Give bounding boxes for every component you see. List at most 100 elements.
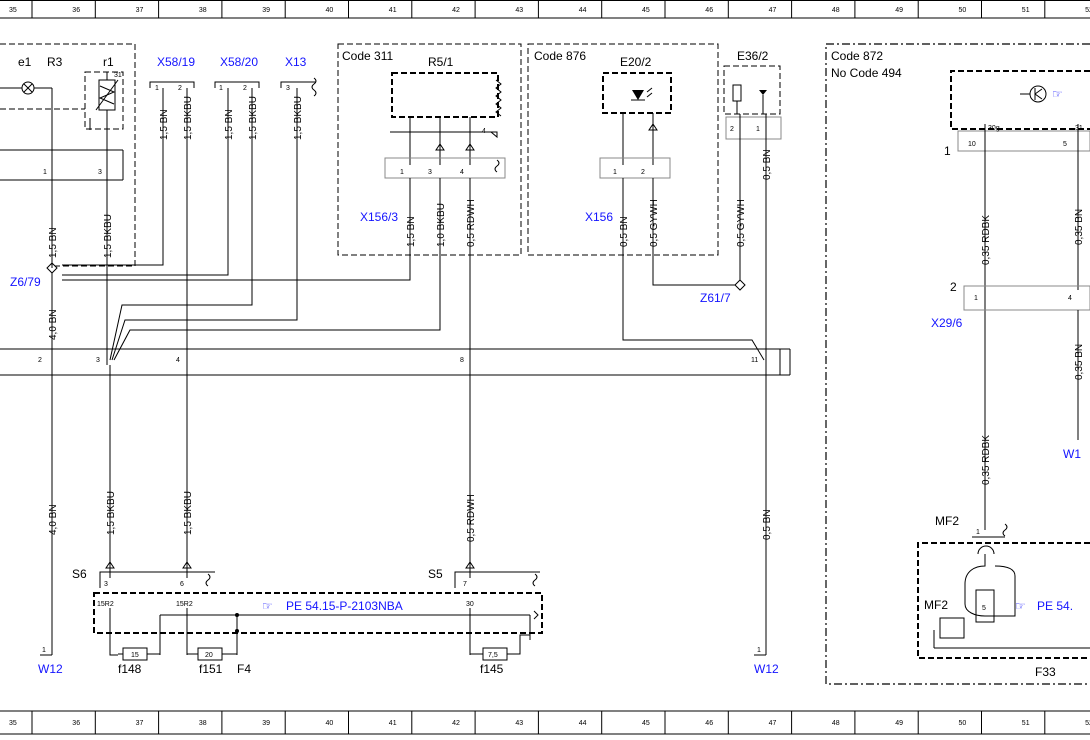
wire-label: 0,5 RDWH xyxy=(466,494,477,542)
pin-number: 3 xyxy=(286,85,290,92)
ruler-number: 41 xyxy=(389,720,397,727)
ruler-number: 39 xyxy=(262,7,270,14)
x58-19-connector: X58/19 1 2 xyxy=(149,55,195,92)
pin-number: 3 xyxy=(428,169,432,176)
ruler-number: 41 xyxy=(389,7,397,14)
ruler-number: 43 xyxy=(515,720,523,727)
w12-left-label: W12 xyxy=(38,662,63,676)
pin-number: 2 xyxy=(243,85,247,92)
pin-number: 1 xyxy=(756,126,760,133)
ruler-number: 47 xyxy=(769,720,777,727)
ruler-number: 50 xyxy=(959,7,967,14)
no-code-494-label: No Code 494 xyxy=(831,66,902,80)
wire-label: 0,5 RDWH xyxy=(466,199,477,247)
pin-number: 2 xyxy=(178,85,182,92)
code-872-box: Code 872 No Code 494 ☞ 10 5 30g 31 1 2 1… xyxy=(825,43,1090,685)
ruler-number: 43 xyxy=(515,7,523,14)
x156-label: X156 xyxy=(585,210,613,224)
reference-arrow-icon: ☞ xyxy=(262,599,273,613)
ruler-number: 45 xyxy=(642,7,650,14)
ruler-number: 52 xyxy=(1085,720,1090,727)
pin-number: 10 xyxy=(968,141,976,148)
w12-right-label: W12 xyxy=(754,662,779,676)
z61-7-label: Z61/7 xyxy=(700,291,731,305)
ruler-number: 38 xyxy=(199,7,207,14)
ruler-number: 48 xyxy=(832,720,840,727)
wire-labels: 1,5 BN 1,5 BKBU 1,5 BN 1,5 BKBU 1,5 BN 1… xyxy=(48,96,1085,542)
ruler-number: 49 xyxy=(895,720,903,727)
pin-number: 3 xyxy=(98,169,102,176)
wire-label: 1,0 BKBU xyxy=(436,203,447,247)
left-component-box: e1 R3 r1 31 1 3 xyxy=(0,43,136,267)
x58-20-label: X58/20 xyxy=(220,55,258,69)
ruler-number: 47 xyxy=(769,7,777,14)
x58-19-label: X58/19 xyxy=(157,55,195,69)
wire-label: 1,5 BKBU xyxy=(183,96,194,140)
pin-number: 1 xyxy=(43,169,47,176)
code-876-box: Code 876 E20/2 1 2 X156 xyxy=(527,43,719,256)
x58-20-connector: X58/20 1 2 xyxy=(214,55,260,92)
terminal-label: 15R2 xyxy=(176,601,193,608)
code-876-label: Code 876 xyxy=(534,49,586,63)
wire-label: 4,0 BN xyxy=(48,309,59,340)
fuse-value: 20 xyxy=(205,652,213,659)
s6-label: S6 xyxy=(72,567,87,581)
wire-label: 1,5 BKBU xyxy=(106,491,117,535)
fuse-value: 15 xyxy=(131,652,139,659)
pin-number: 1 xyxy=(613,169,617,176)
wire-label: 0,5 BN xyxy=(762,149,773,180)
pin-number: 1 xyxy=(974,295,978,302)
s5-label: S5 xyxy=(428,567,443,581)
reference-arrow-icon: ☞ xyxy=(1052,87,1063,101)
x156-3-label: X156/3 xyxy=(360,210,398,224)
pin-number: 4 xyxy=(1068,295,1072,302)
pin-number: 3 xyxy=(104,581,108,588)
ruler-number: 36 xyxy=(72,720,80,727)
pin-number: 7 xyxy=(463,581,467,588)
wire-label: 0,5 GYWH xyxy=(736,199,747,247)
pin-number: 1 xyxy=(944,144,951,158)
pin-number: 1 xyxy=(219,85,223,92)
pin-number: 1 xyxy=(155,85,159,92)
ruler-number: 52 xyxy=(1085,7,1090,14)
pin-number: 11 xyxy=(751,357,758,364)
z6-79-label: Z6/79 xyxy=(10,275,41,289)
r3-label: R3 xyxy=(47,55,63,69)
ruler-number: 40 xyxy=(326,720,334,727)
f148-label: f148 xyxy=(118,662,142,676)
pin-number: 2 xyxy=(38,357,42,364)
ruler-number: 36 xyxy=(72,7,80,14)
pin-number: 4 xyxy=(176,357,180,364)
terminal-label: 15R2 xyxy=(97,601,114,608)
pin-number: 5 xyxy=(1063,141,1067,148)
mf2-label: MF2 xyxy=(935,514,959,528)
pin-number: 2 xyxy=(950,280,957,294)
e36-2-label: E36/2 xyxy=(737,49,769,63)
mf2-fuse-value: 5 xyxy=(982,605,986,612)
fuse-value: 7,5 xyxy=(488,652,498,659)
pin-number: 4 xyxy=(460,169,464,176)
r5-1-label: R5/1 xyxy=(428,55,454,69)
ruler-number: 37 xyxy=(136,720,144,727)
wire-label: 1,5 BN xyxy=(406,216,417,247)
r1-label: r1 xyxy=(103,55,114,69)
wire-label: 4,0 BN xyxy=(48,504,59,535)
wire-label: 1,5 BN xyxy=(224,109,235,140)
wire-label: 0,5 BN xyxy=(762,509,773,540)
wire-label: 0,35 RDBK xyxy=(981,435,992,485)
f4-fuse-box: S6 S5 3 6 7 15R2 15R2 30 ☞ PE 54.15-P-21… xyxy=(72,567,543,676)
e36-2-component: E36/2 2 1 xyxy=(723,49,782,368)
r1-terminal-label: 31 xyxy=(114,72,122,79)
pin-number: 2 xyxy=(641,169,645,176)
wire-label: 1,5 BKBU xyxy=(293,96,304,140)
pin-number: 6 xyxy=(180,581,184,588)
ruler-number: 35 xyxy=(9,720,17,727)
ruler-number: 44 xyxy=(579,720,587,727)
wire-label: 1,5 BKBU xyxy=(183,491,194,535)
wire-label: 1,5 BKBU xyxy=(103,214,114,258)
pe-f4-reference: PE 54.15-P-2103NBA xyxy=(286,599,403,613)
x13-label: X13 xyxy=(285,55,307,69)
wire-label: 0,35 RDBK xyxy=(981,215,992,265)
ruler-number: 42 xyxy=(452,720,460,727)
